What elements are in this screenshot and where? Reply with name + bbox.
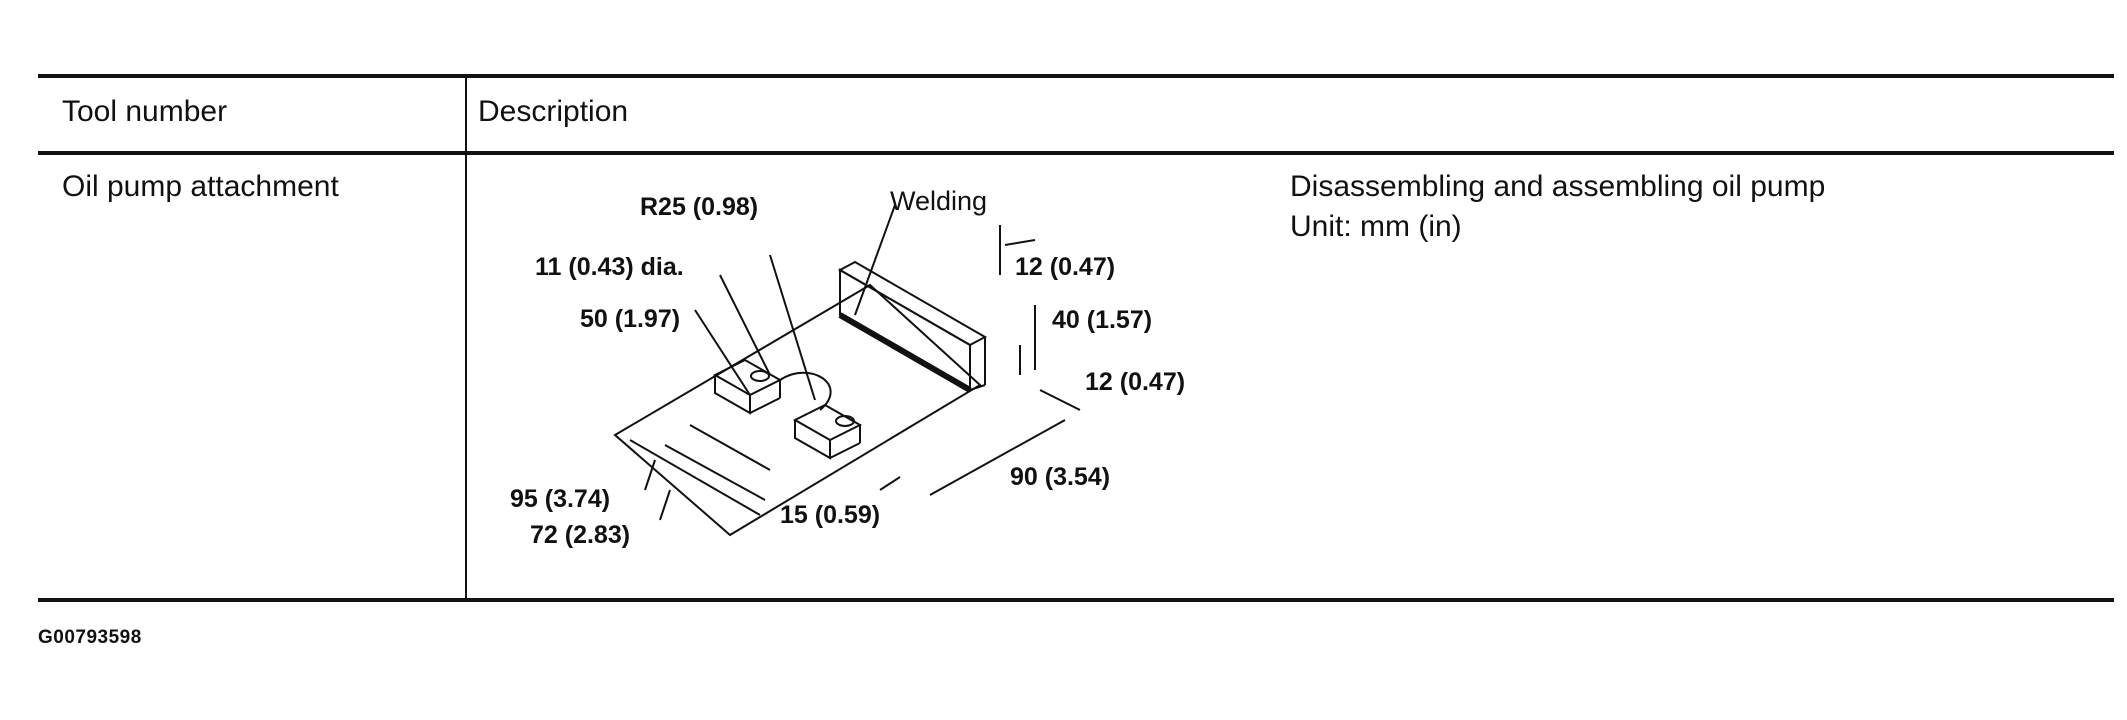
tool-purpose: Disassembling and assembling oil pump (1290, 170, 1826, 203)
tool-name: Oil pump attachment (62, 170, 339, 203)
hole-right (835, 415, 855, 427)
upright-plate-front (839, 268, 971, 392)
table-top-rule (38, 74, 2114, 78)
label-thick-12-top: 12 (0.47) (1015, 253, 1115, 281)
header-description: Description (478, 95, 629, 128)
tool-drawing: R25 (0.98) Welding 11 (0.43) dia. 50 (1.… (510, 186, 1185, 549)
dim-90 (929, 419, 1066, 496)
dim-95 (629, 439, 761, 516)
label-height-40: 40 (1.57) (1052, 306, 1152, 334)
column-divider (465, 76, 467, 600)
header-tool-number: Tool number (62, 95, 228, 128)
unit-note: Unit: mm (in) (1290, 210, 1462, 243)
upright-plate-top (837, 260, 988, 347)
label-length-90: 90 (3.54) (1010, 463, 1110, 491)
hole-left (750, 370, 770, 382)
base-plate (613, 283, 982, 537)
label-length-72: 72 (2.83) (530, 521, 630, 549)
weld-bead (838, 312, 972, 393)
table-bottom-rule (38, 598, 2114, 602)
label-welding: Welding (890, 186, 987, 216)
dim-15 (879, 476, 901, 491)
drawing-lines (613, 204, 1081, 537)
radius-arc (779, 371, 832, 411)
label-hole-dia: 11 (0.43) dia. (535, 253, 684, 281)
label-offset-15: 15 (0.59) (780, 501, 880, 529)
label-length-95: 95 (3.74) (510, 485, 610, 513)
dim-50 (689, 424, 771, 471)
dim-72 (664, 444, 766, 501)
block-right-top (792, 403, 863, 442)
label-thick-12-side: 12 (0.47) (1085, 368, 1185, 396)
label-radius: R25 (0.98) (640, 193, 758, 221)
label-width-50: 50 (1.97) (580, 305, 680, 333)
figure-code: G00793598 (38, 627, 142, 648)
table-header-rule (38, 151, 2114, 155)
